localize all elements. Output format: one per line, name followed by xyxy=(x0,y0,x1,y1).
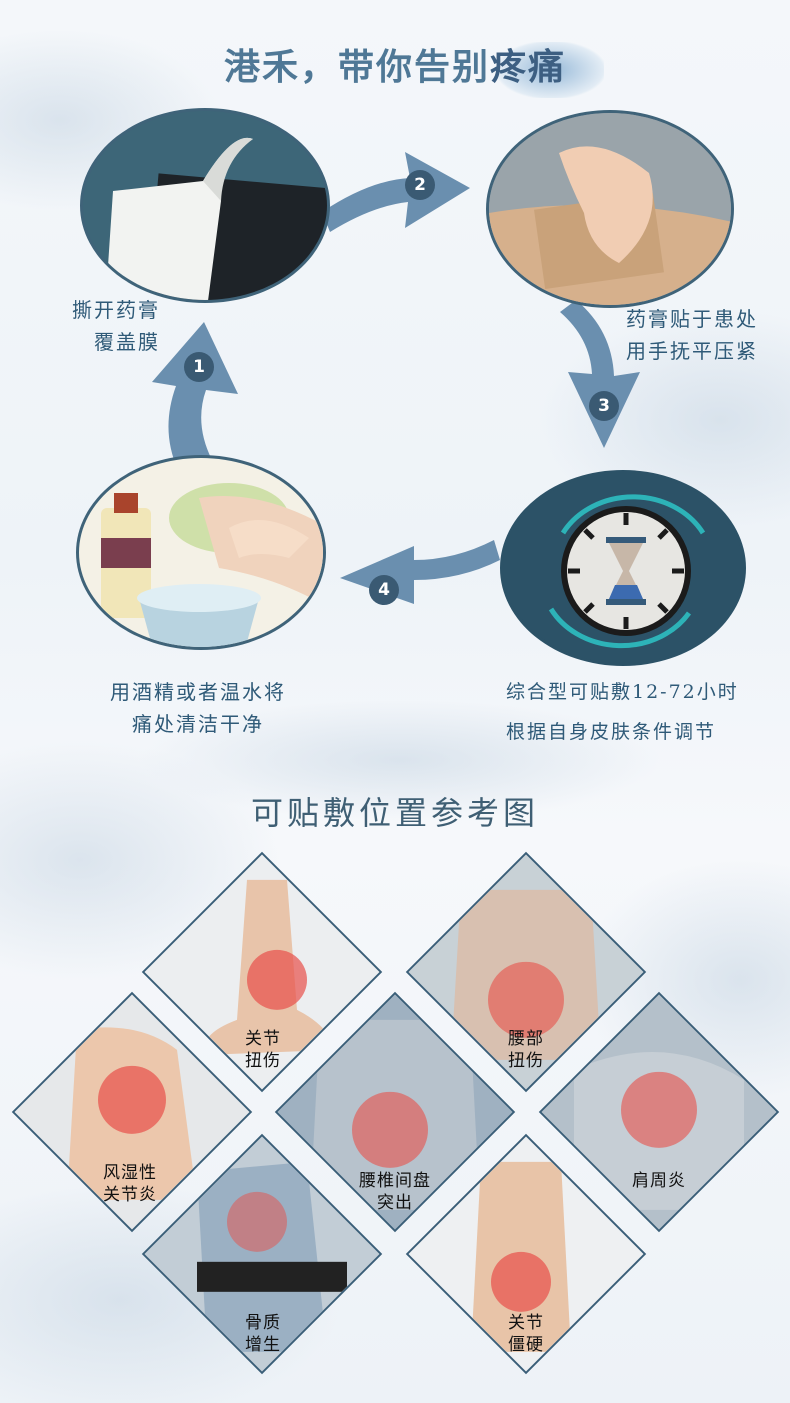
label-lumbar-sprain: 腰部扭伤 xyxy=(508,1029,544,1071)
step-2-text: 药膏贴于患处 用手抚平压紧 xyxy=(626,307,758,363)
step-duration-clock-image xyxy=(500,470,746,666)
label-frozen-shoulder: 肩周炎 xyxy=(632,1171,686,1191)
step-apply-patch-image xyxy=(486,110,734,308)
brush-stroke-decoration xyxy=(498,42,604,98)
arrow-number-3: 3 xyxy=(589,391,619,421)
page-title: 港禾，带你告别疼痛 xyxy=(223,46,567,88)
application-positions-title: 可贴敷位置参考图 xyxy=(250,794,539,832)
arrow-number-2: 2 xyxy=(405,170,435,200)
step-peel-film-image xyxy=(80,108,330,303)
step-4-text: 用酒精或者温水将 痛处清洁干净 xyxy=(110,680,286,736)
label-bone-hyperplasia: 骨质增生 xyxy=(245,1313,281,1355)
arrow-number-1: 1 xyxy=(184,352,214,382)
label-lumbar-disc-herniation: 腰椎间盘突出 xyxy=(359,1171,431,1213)
step-1-text: 撕开药膏 覆盖膜 xyxy=(72,298,160,354)
step-clean-skin-image xyxy=(76,455,326,650)
label-ankle-sprain: 关节扭伤 xyxy=(245,1029,281,1071)
arrow-number-4: 4 xyxy=(369,575,399,605)
label-rheumatoid-arthritis: 风湿性关节炎 xyxy=(103,1163,157,1205)
label-joint-stiffness: 关节僵硬 xyxy=(508,1313,544,1355)
step-3-text: 综合型可贴敷12-72小时 根据自身皮肤条件调节 xyxy=(506,681,739,743)
